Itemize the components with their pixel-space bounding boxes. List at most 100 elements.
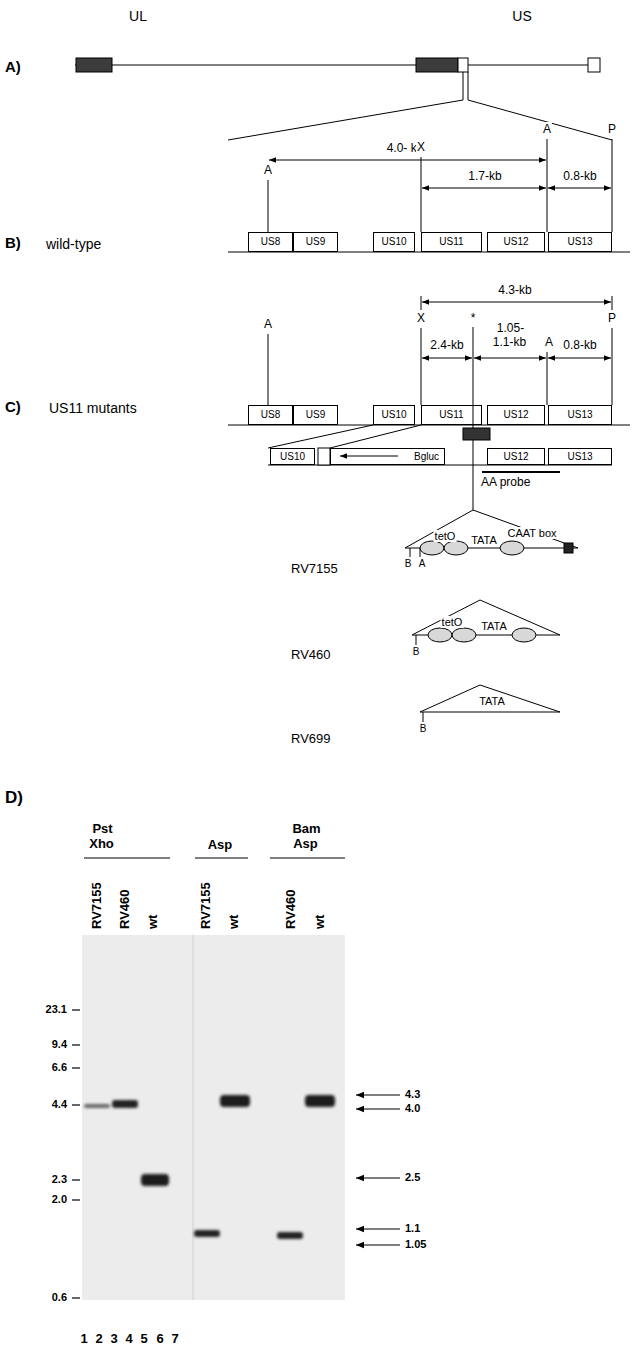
site-tick xyxy=(416,635,417,645)
marker-size: 23.1 xyxy=(45,1003,68,1015)
gel-band xyxy=(305,1095,335,1107)
lane-number-box: 3 xyxy=(109,1332,118,1347)
element-label-box: TATA xyxy=(478,695,506,708)
band-arrow xyxy=(356,1094,400,1095)
lane-number: 7 xyxy=(170,1331,179,1346)
enzyme-label: Pst Xho xyxy=(89,821,115,851)
gel-band xyxy=(141,1174,169,1186)
zoom-line xyxy=(330,425,421,448)
operator-oval xyxy=(428,628,452,642)
group-rule xyxy=(195,858,248,859)
size-label: 0.8-kb xyxy=(562,169,597,183)
lane-label: RV460 xyxy=(283,888,298,930)
small-box xyxy=(318,448,330,465)
gene-arrow xyxy=(340,456,398,457)
site-line xyxy=(612,328,613,405)
lane-number-box: 6 xyxy=(155,1332,164,1347)
element-label-box: TATA xyxy=(480,620,508,633)
lane-number-box: 1 xyxy=(79,1332,88,1347)
insertion-mark: * xyxy=(470,311,477,325)
group-rule xyxy=(270,858,345,859)
site-line xyxy=(612,296,613,310)
site-letter-box: X xyxy=(416,312,426,326)
gene-box: US9 xyxy=(293,232,338,252)
size-label-box: 4.3-kb xyxy=(497,284,532,298)
marker-tick xyxy=(72,1067,80,1068)
gene-name: US13 xyxy=(567,237,592,247)
gene-box: US12 xyxy=(487,405,545,425)
gene-name: US8 xyxy=(261,410,280,420)
gene-name: US10 xyxy=(381,237,406,247)
row-title-box: wild-type xyxy=(45,236,102,252)
operator-oval xyxy=(500,541,524,555)
zoom-line xyxy=(228,72,463,140)
gel-band xyxy=(220,1095,250,1107)
marker-size-box: 23.1 xyxy=(45,1003,68,1016)
enzyme-label: Bam Asp xyxy=(291,821,320,851)
lane-label: RV7155 xyxy=(198,881,213,930)
insertion-mark-box: * xyxy=(470,312,477,326)
element-label: CAAT box xyxy=(506,527,557,539)
band-arrow xyxy=(356,1228,400,1229)
gel-band xyxy=(84,1104,110,1108)
site-line xyxy=(547,139,548,232)
gene-name: US12 xyxy=(503,452,528,462)
panel-letter: B) xyxy=(4,234,22,251)
gene-name: US13 xyxy=(567,410,592,420)
panel-letter: A) xyxy=(4,58,22,75)
band-size: 4.3 xyxy=(404,1088,421,1100)
operator-oval xyxy=(444,541,468,555)
lane-label-box: wt xyxy=(227,914,242,930)
probe-label-box: AA probe xyxy=(480,476,531,490)
site-letter: A xyxy=(544,335,554,349)
caat-square xyxy=(564,543,573,553)
panel-letter-box: C) xyxy=(4,398,22,415)
gene-box: US9 xyxy=(293,405,338,425)
row-title: US11 mutants xyxy=(48,400,138,416)
site-line xyxy=(421,296,422,310)
site-letter: P xyxy=(607,311,617,325)
lane-number: 2 xyxy=(94,1331,103,1346)
marker-size: 4.4 xyxy=(51,1098,68,1110)
construct-name-box: RV460 xyxy=(290,648,332,663)
site-letter-box: A xyxy=(418,558,427,570)
gene-name: US12 xyxy=(503,237,528,247)
marker-size: 2.3 xyxy=(51,1173,68,1185)
element-label-box: tetO xyxy=(434,530,457,543)
band-arrow xyxy=(356,1177,400,1178)
gene-box: US10 xyxy=(373,405,415,425)
gene-box: Bgluc xyxy=(330,448,445,465)
marker-size-box: 2.3 xyxy=(51,1173,68,1186)
lane-number-box: 4 xyxy=(124,1332,133,1347)
element-label: TATA xyxy=(480,620,508,632)
site-tick xyxy=(410,548,411,557)
marker-tick xyxy=(72,1199,80,1200)
probe-bar xyxy=(482,471,560,473)
probe-box xyxy=(463,428,490,440)
lane-label-box: RV7155 xyxy=(90,881,105,930)
size-label: 4.3-kb xyxy=(497,283,532,297)
repeat-box xyxy=(588,58,600,72)
site-letter: A xyxy=(263,163,273,177)
site-letter: B xyxy=(404,558,413,569)
gel-band xyxy=(194,1230,220,1237)
site-letter: X xyxy=(416,311,426,325)
size-label: 2.4-kb xyxy=(429,338,464,352)
panel-letter-box: D) xyxy=(4,788,24,808)
lane-label: RV460 xyxy=(117,888,132,930)
insertion-line xyxy=(473,327,474,510)
gene-box: US12 xyxy=(487,448,545,465)
size-arrow xyxy=(548,188,611,189)
operator-oval xyxy=(512,628,536,642)
region-name: US xyxy=(511,8,532,24)
gene-box: US11 xyxy=(421,232,482,252)
band-size: 1.1 xyxy=(404,1222,421,1234)
site-letter-box: B xyxy=(404,558,413,570)
gene-box: US8 xyxy=(248,405,293,425)
marker-size-box: 9.4 xyxy=(51,1038,68,1051)
size-arrow xyxy=(474,358,546,359)
group-rule xyxy=(84,858,170,859)
